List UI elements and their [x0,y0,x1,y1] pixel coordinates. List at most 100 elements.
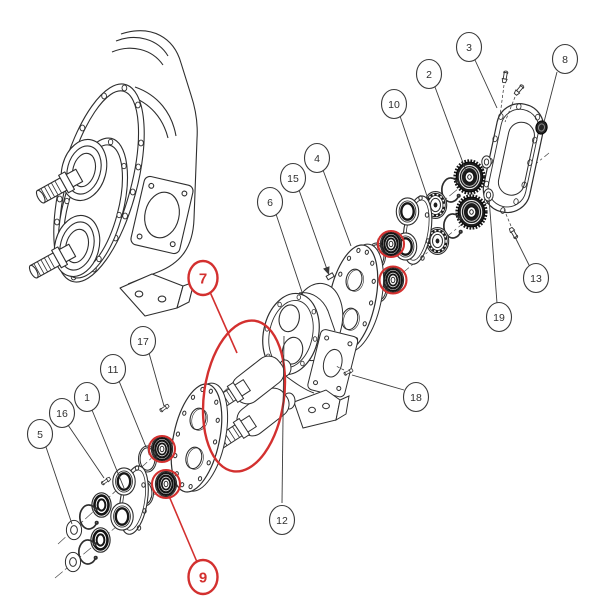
balloon-circle-6 [256,186,284,218]
leader-arrowhead-15 [323,266,330,275]
balloon-circle-2 [415,58,443,90]
highlight-circle [150,468,182,500]
leader-line-8 [543,71,558,123]
balloon-10: 10 [380,88,429,200]
balloon-8: 8 [543,43,579,123]
leader-line-17 [148,352,165,407]
balloon-circle-5 [26,418,54,450]
balloon-circle-11 [99,353,127,385]
shaft-seal [89,526,112,554]
circlip [78,504,99,530]
balloon-number-16: 16 [56,408,68,420]
balloon-2: 2 [415,58,467,172]
balloon-17: 17 [129,325,165,407]
balloon-number-2: 2 [426,69,432,81]
highlight-circle [376,229,406,259]
highlight-circle [378,265,408,295]
balloon-circle-17 [129,325,157,357]
balloon-9: 9 [168,495,219,596]
balloon-circle-4 [303,142,331,174]
shaft-seal [90,491,113,519]
balloon-circle-13 [522,262,550,294]
drive-gear [453,159,486,195]
assembled-pump-drawing [28,30,198,317]
balloon-18: 18 [351,374,430,413]
balloon-number-13: 13 [530,273,542,285]
bearing-carrier [109,462,154,538]
leader-line-9 [168,495,198,563]
circlip [77,539,98,565]
balloon-6: 6 [256,186,304,296]
body-foot [293,389,350,429]
leader-line-7 [209,291,238,354]
leader-line-2 [434,86,467,172]
leader-line-5 [45,446,73,525]
balloon-number-11: 11 [108,364,119,376]
balloon-circle-1 [73,381,101,413]
balloon-12: 12 [268,335,296,536]
balloon-circle-9 [187,558,219,596]
balloon-number-7: 7 [199,271,207,288]
balloon-16: 16 [48,397,105,479]
balloon-number-12: 12 [276,515,288,527]
leader-line-4 [322,169,352,247]
body-port-flange [307,329,359,398]
bearing-carrier [393,192,438,268]
balloon-number-15: 15 [287,173,299,185]
balloon-circle-8 [551,43,579,75]
balloon-number-18: 18 [410,392,422,404]
balloon-3: 3 [455,31,498,109]
balloon-7: 7 [187,259,238,354]
exploded-parts [64,70,548,573]
balloon-circle-12 [268,504,296,536]
driven-gear [455,194,488,230]
balloon-number-10: 10 [388,99,400,111]
balloon-5: 5 [26,418,73,525]
leader-line-3 [474,59,498,109]
spacer-washer [481,155,492,169]
balloon-number-17: 17 [137,336,149,348]
balloon-number-4: 4 [314,153,320,165]
leader-line-13 [514,236,531,268]
washer [65,519,83,541]
pump-port-flange [130,175,194,255]
leader-line-19 [488,197,498,304]
balloon-number-9: 9 [199,570,207,587]
cover-screw [513,83,526,97]
balloon-circle-10 [380,88,408,120]
balloon-4: 4 [303,142,352,247]
balloon-number-19: 19 [493,312,505,324]
cover-screw [508,226,520,240]
balloon-number-6: 6 [267,197,273,209]
leader-line-10 [399,115,429,200]
dowel-screw [158,403,170,414]
balloon-13: 13 [514,236,550,294]
spacer-washer [483,188,494,202]
balloon-circle-19 [485,301,513,333]
leader-line-15 [298,189,330,276]
balloon-circle-16 [48,397,76,429]
balloon-circle-18 [402,381,430,413]
balloon-1: 1 [73,381,125,489]
leader-line-11 [118,380,147,448]
balloon-circle-3 [455,31,483,63]
balloon-circle-7 [187,259,219,297]
dowel-pin [325,272,335,281]
screw-axis-dashes [335,84,516,371]
balloon-number-3: 3 [466,42,472,54]
washer [64,551,82,573]
rear-cover-drawing [482,103,545,214]
leader-line-1 [91,409,125,489]
dowel-screw [100,476,112,487]
balloon-19: 19 [485,197,513,333]
leader-line-6 [275,213,304,296]
balloon-number-1: 1 [84,392,90,404]
pump-body-drawing [262,282,359,429]
balloon-11: 11 [99,353,147,448]
cover-screw [501,70,509,84]
balloon-15: 15 [279,162,330,276]
leader-line-16 [67,424,105,479]
upper-splined-shaft [35,168,84,204]
